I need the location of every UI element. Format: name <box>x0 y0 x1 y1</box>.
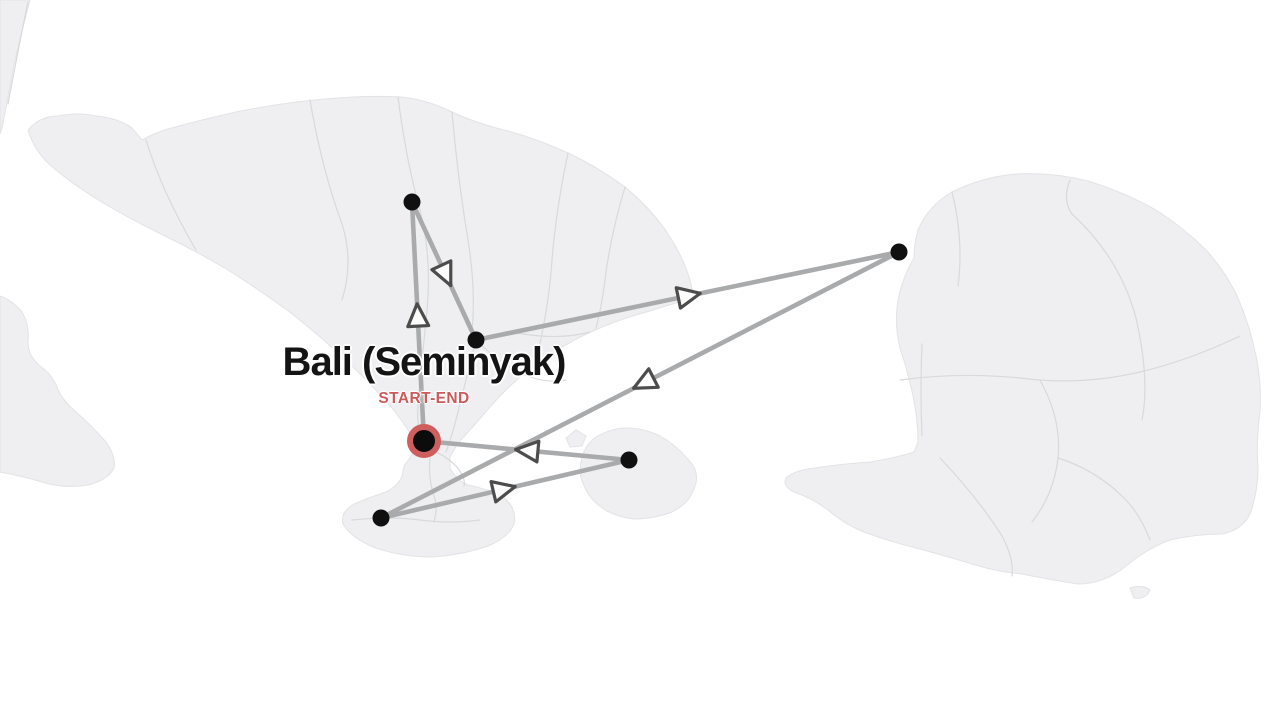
java-tip <box>0 295 115 487</box>
start-end-marker[interactable] <box>407 424 441 458</box>
islet <box>1129 585 1151 599</box>
waypoint-dot-stop-1[interactable] <box>403 193 421 211</box>
route-direction-arrow <box>514 439 541 464</box>
waypoint-dot-stop-3[interactable] <box>890 243 908 261</box>
nusa-lembongan <box>565 429 587 448</box>
route-direction-arrow <box>406 302 431 329</box>
waypoint-dot-stop-5[interactable] <box>620 451 638 469</box>
route-direction-arrow <box>489 479 517 504</box>
route-direction-arrow <box>430 259 453 288</box>
nusa-penida <box>579 427 697 520</box>
java-corner <box>0 0 31 135</box>
waypoint-dot-stop-2[interactable] <box>467 331 485 349</box>
route-direction-arrow <box>632 367 660 390</box>
route-direction-arrow <box>674 286 702 310</box>
bali-island <box>27 95 694 558</box>
waypoint-dot-stop-4[interactable] <box>372 509 390 527</box>
